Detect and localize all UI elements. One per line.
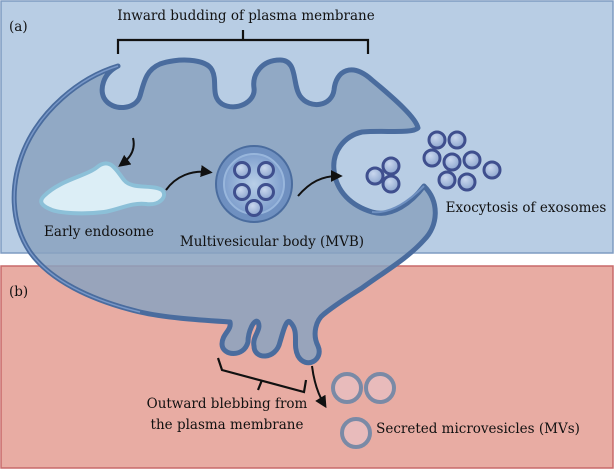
arrow-to-mvb — [165, 165, 213, 191]
outward-blebbing-label-line1: Outward blebbing from — [147, 396, 308, 412]
exocytosis-label: Exocytosis of exosomes — [446, 200, 607, 216]
exosome — [482, 160, 502, 180]
arrow-to-microvesicles — [311, 365, 327, 409]
intraluminal-vesicle — [233, 161, 251, 179]
exosome — [422, 148, 442, 168]
exosome — [427, 130, 447, 150]
exosome — [457, 172, 477, 192]
secreted-microvesicles-label: Secreted microvesicles (MVs) — [376, 421, 580, 437]
multivesicular-body — [215, 145, 293, 223]
intraluminal-vesicle — [257, 183, 275, 201]
exosome — [447, 130, 467, 150]
exosome — [437, 170, 457, 190]
arrow-to-early-endosome — [118, 137, 135, 167]
intraluminal-vesicle — [233, 183, 251, 201]
arrow-to-exocytosis — [297, 170, 343, 197]
exosome-cluster — [365, 130, 502, 194]
inward-budding-bracket — [116, 30, 370, 54]
microvesicle-cluster — [331, 372, 396, 449]
intraluminal-vesicle — [257, 161, 275, 179]
early-endosome — [39, 161, 166, 216]
inward-budding-label: Inward budding of plasma membrane — [117, 8, 375, 24]
mvb-label: Multivesicular body (MVB) — [180, 234, 364, 250]
outward-blebbing-label-line2: the plasma membrane — [151, 417, 304, 433]
exocytosis-cup — [371, 185, 425, 214]
microvesicle — [340, 417, 372, 449]
intraluminal-vesicle — [245, 199, 263, 217]
cell-membrane — [11, 57, 438, 366]
exosome — [462, 150, 482, 170]
exosome — [365, 166, 385, 186]
exosome — [381, 156, 401, 176]
exosome — [381, 174, 401, 194]
microvesicle — [331, 372, 363, 404]
microvesicle — [364, 372, 396, 404]
cell-membrane-highlight — [13, 65, 141, 313]
panel-b-label: (b) — [9, 284, 28, 300]
panel-a-label: (a) — [9, 19, 28, 35]
exosome — [442, 152, 462, 172]
outward-blebbing-bracket — [216, 357, 308, 394]
early-endosome-label: Early endosome — [44, 224, 154, 240]
